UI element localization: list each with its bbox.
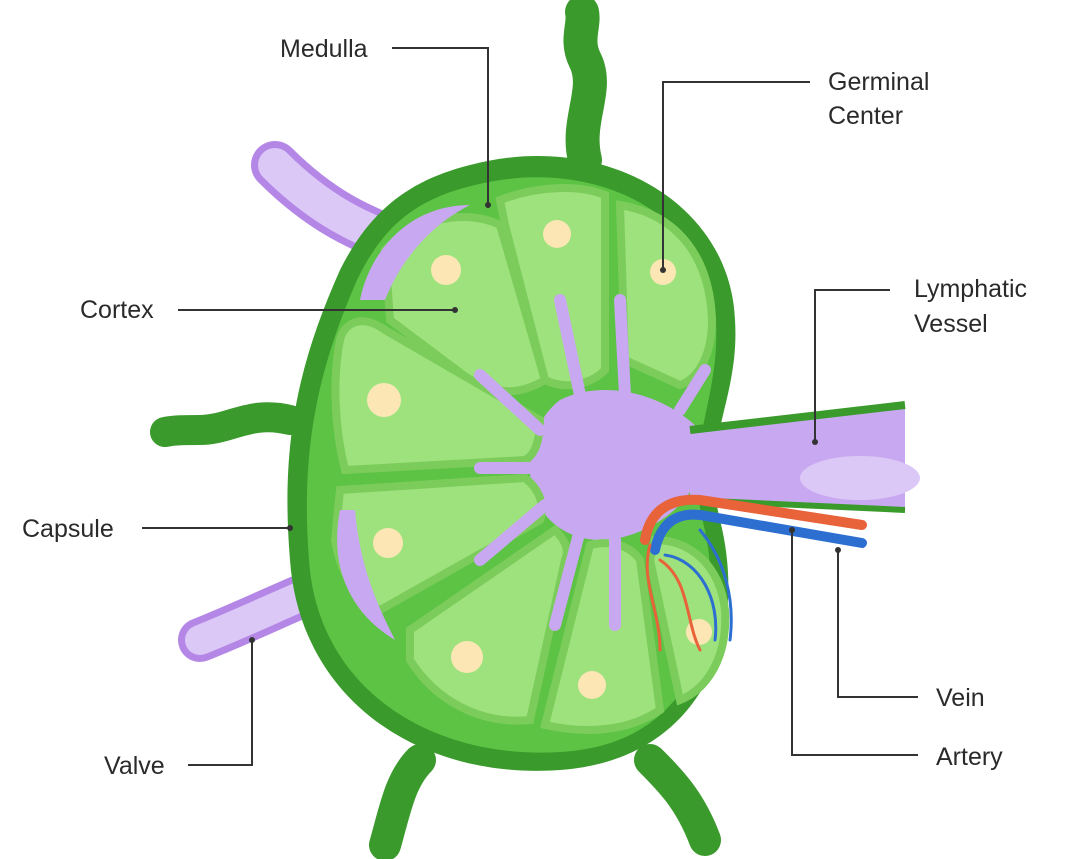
artery-leader-dot <box>789 527 795 533</box>
germinal-center <box>543 220 571 248</box>
label-lymphatic-vessel-1: Lymphatic <box>914 275 1027 303</box>
germinal-center <box>373 528 403 558</box>
top-vessel <box>580 12 589 160</box>
vein-leader-dot <box>835 547 841 553</box>
label-germinal-center-2: Center <box>828 102 903 130</box>
label-germinal-center-1: Germinal <box>828 68 929 96</box>
germinal-leader-dot <box>660 267 666 273</box>
vein-leader <box>838 550 918 697</box>
medulla-leader-dot <box>485 202 491 208</box>
left-vessel <box>165 417 290 432</box>
cortex-leader-dot <box>452 307 458 313</box>
germinal-center <box>367 383 401 417</box>
germinal-center <box>578 671 606 699</box>
bottom-left-vessel <box>385 760 420 845</box>
label-vein: Vein <box>936 684 985 712</box>
bottom-right-vessel <box>650 760 705 840</box>
label-valve: Valve <box>104 752 165 780</box>
artery-leader <box>792 530 918 755</box>
label-capsule: Capsule <box>22 515 114 543</box>
label-artery: Artery <box>936 743 1003 771</box>
cord-3 <box>620 300 625 395</box>
germinal-center <box>451 641 483 673</box>
label-medulla: Medulla <box>280 35 368 63</box>
valve-leader-dot <box>249 637 255 643</box>
label-cortex: Cortex <box>80 296 154 324</box>
capsule-leader-dot <box>287 525 293 531</box>
germinal-center <box>431 255 461 285</box>
label-lymphatic-vessel-2: Vessel <box>914 310 988 338</box>
efferent-highlight <box>800 456 920 500</box>
lymphatic-leader-dot <box>812 439 818 445</box>
